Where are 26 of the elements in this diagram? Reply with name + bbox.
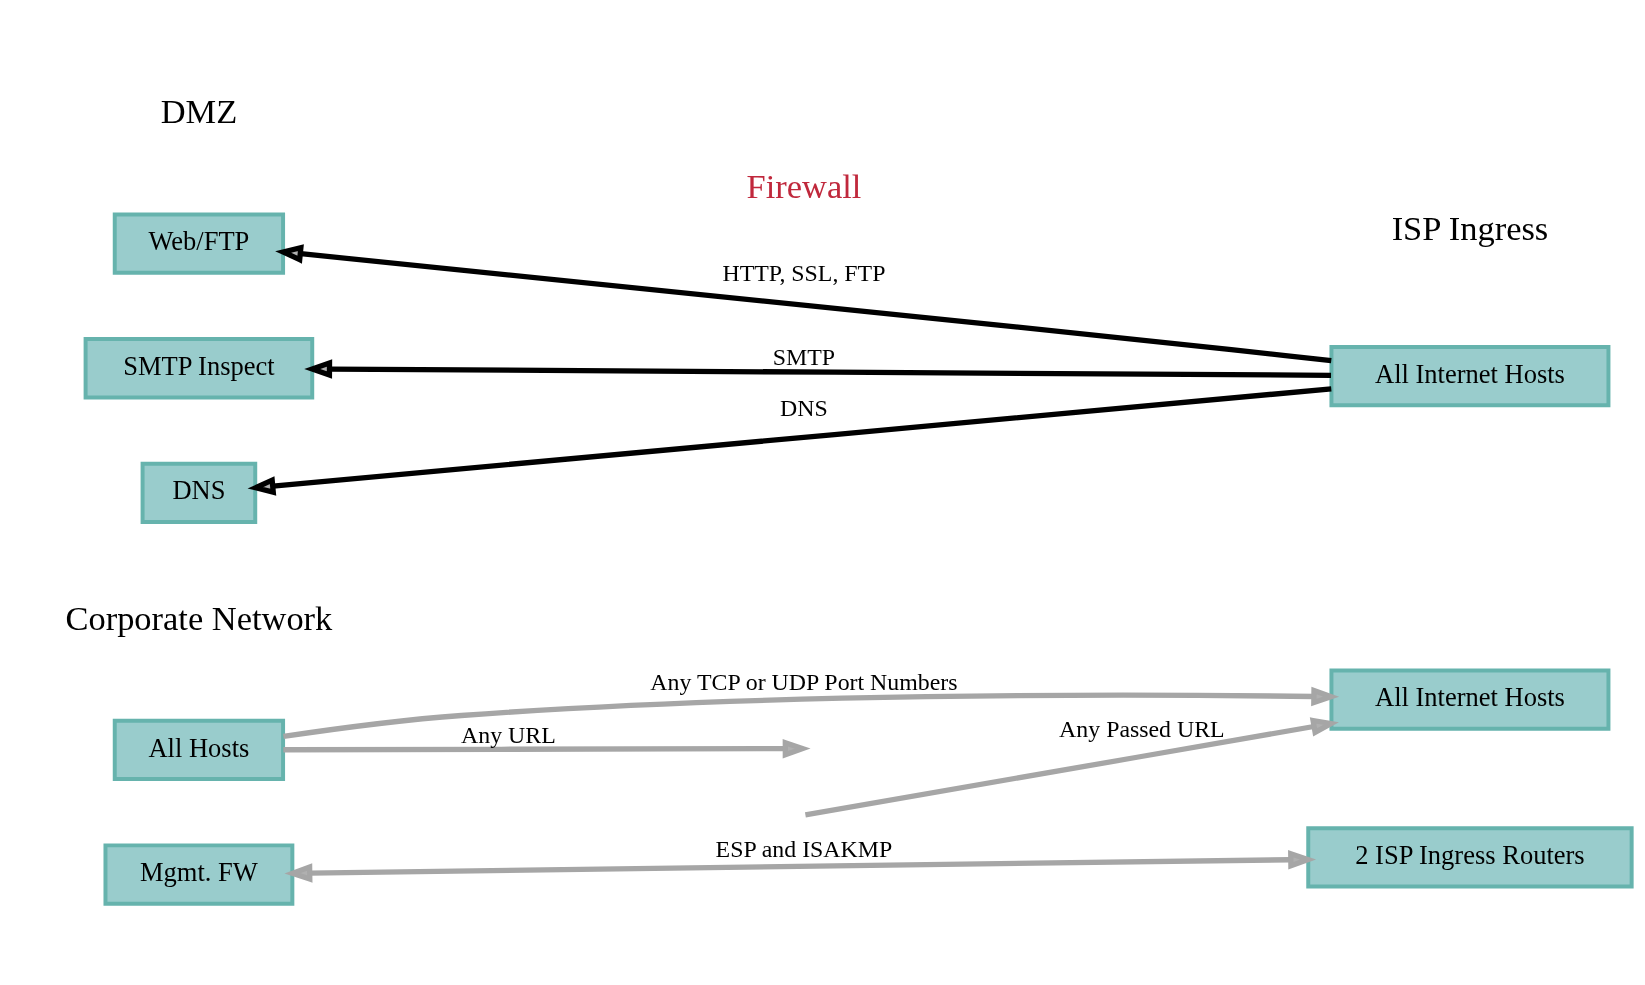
edge-label: DNS	[780, 395, 828, 422]
edge-label: Any Passed URL	[1059, 716, 1225, 743]
arrow	[804, 717, 1339, 818]
edge-label: ESP and ISAKMP	[715, 835, 893, 862]
node-box: SMTP Inspect	[83, 337, 315, 400]
node-box: All Internet Hosts	[1329, 345, 1611, 408]
label: Corporate Network	[65, 598, 333, 637]
node-box: All Internet Hosts	[1329, 668, 1611, 731]
arrow	[283, 686, 1340, 740]
edge-label: Any TCP or UDP Port Numbers	[650, 668, 958, 695]
edge-label: SMTP	[772, 343, 836, 370]
arrow	[275, 244, 1332, 364]
arrow	[284, 850, 1317, 883]
label: Firewall	[746, 166, 862, 205]
label: DMZ	[160, 92, 238, 131]
node-box: 2 ISP Ingress Routers	[1306, 826, 1634, 889]
node-box: Mgmt. FW	[103, 843, 295, 906]
edge-label: Any URL	[461, 721, 556, 748]
edge-label: HTTP, SSL, FTP	[722, 260, 886, 287]
arrow	[283, 738, 811, 759]
arrow	[247, 386, 1332, 496]
label: ISP Ingress	[1391, 209, 1549, 248]
node-box: Web/FTP	[112, 212, 286, 275]
node-box: DNS	[140, 461, 258, 524]
node-box: All Hosts	[112, 718, 286, 782]
arrow	[304, 359, 1332, 379]
